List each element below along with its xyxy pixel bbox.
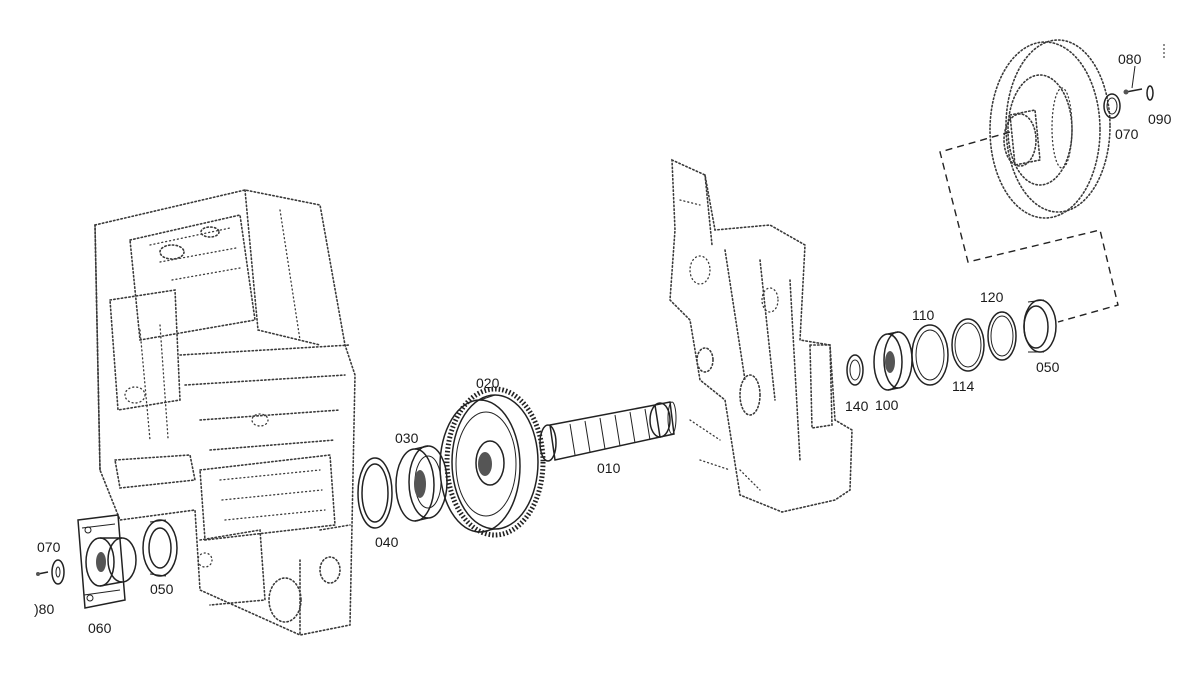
label-114: 114 [952,378,975,394]
part-090-washer-right [1146,85,1154,101]
label-060: 060 [88,620,112,636]
part-030-bearing [395,445,448,522]
part-010-shaft [539,401,677,462]
label-080-left: )80 [34,601,54,617]
left-gearbox-housing [94,189,356,636]
part-050-seal-left [142,519,178,577]
part-060-flange [77,514,137,609]
label-040: 040 [375,534,399,550]
part-050-seal-right [1023,299,1057,353]
label-100: 100 [875,397,899,413]
label-050-right: 050 [1036,359,1060,375]
label-050-left: 050 [150,581,174,597]
label-110: 110 [912,307,935,323]
part-080-bolt-right [1123,88,1143,95]
label-140: 140 [845,398,869,414]
assembly-path-dashed-line [939,131,1119,323]
label-030: 030 [395,430,419,446]
label-080-right: 080 [1118,51,1142,67]
part-040-ring [357,457,393,529]
label-070-left: 070 [37,539,61,555]
label-090: 090 [1148,111,1172,127]
part-140-snap-ring [846,354,864,386]
leader-lines [1131,44,1165,89]
label-020: 020 [476,375,500,391]
part-070-washer-right [1103,93,1121,119]
part-070-washer-left [51,559,65,585]
label-120: 120 [980,289,1004,305]
part-110-ring [911,324,949,386]
part-020-gear [439,386,546,538]
flywheel-gear-assembly [989,39,1111,219]
label-070-right: 070 [1115,126,1139,142]
label-010: 010 [597,460,621,476]
part-114-ring [951,318,985,372]
center-housing-cover [669,158,853,513]
part-080-bolt-left [36,571,49,576]
part-100-bearing [873,331,913,391]
part-120-snap-ring [987,311,1017,361]
part-labels: 010 020 030 040 050 060 070 )80 140 100 … [34,51,1172,636]
